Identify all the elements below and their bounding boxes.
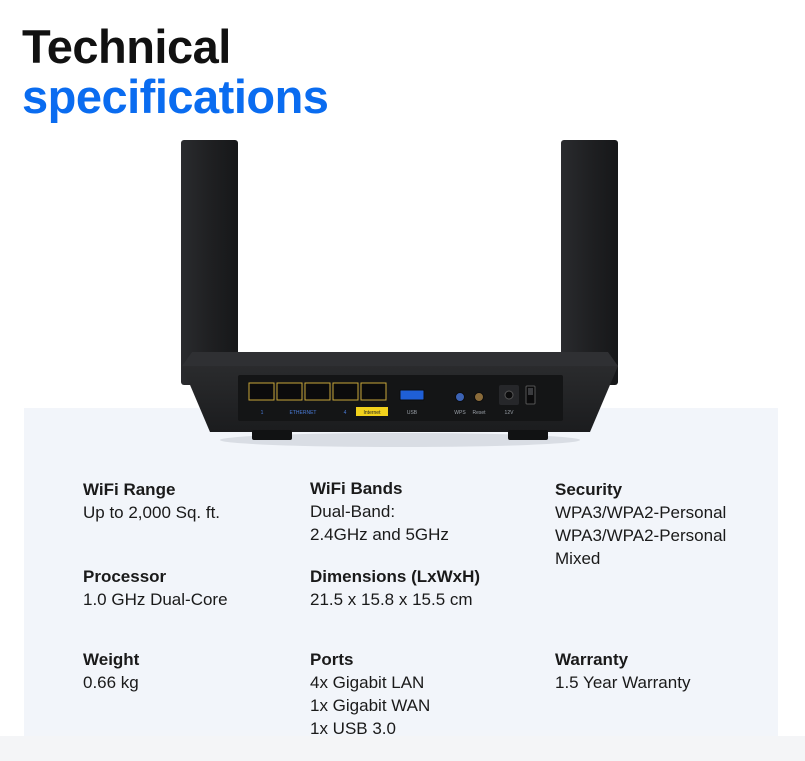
reset-label: Reset: [472, 410, 486, 416]
left-antenna: [181, 140, 238, 385]
spec-value: 2.4GHz and 5GHz: [310, 525, 449, 544]
right-antenna: [561, 140, 618, 385]
spec-value: Mixed: [555, 549, 601, 568]
reset-button: [474, 392, 484, 402]
spec-wifi-range: WiFi Range Up to 2,000 Sq. ft.: [83, 478, 220, 524]
spec-value: WPA3/WPA2-Personal: [555, 526, 727, 545]
spec-label: Warranty: [555, 650, 629, 669]
router-image: Internet 1 ETHERNET 4 USB WPS Reset 12V: [181, 140, 618, 447]
wps-label: WPS: [454, 410, 466, 416]
spec-warranty: Warranty 1.5 Year Warranty: [555, 648, 690, 694]
wan-port-label: Internet: [364, 410, 382, 416]
ethernet-label: ETHERNET: [290, 410, 317, 416]
usb-port: [399, 389, 425, 401]
spec-label: WiFi Bands: [310, 479, 403, 498]
spec-label: Weight: [83, 650, 140, 669]
spec-label: Dimensions (LxWxH): [310, 567, 481, 586]
spec-label: Ports: [310, 650, 354, 669]
spec-value: 21.5 x 15.8 x 15.5 cm: [310, 590, 473, 609]
spec-value: 1.5 Year Warranty: [555, 673, 691, 692]
wps-button: [455, 392, 465, 402]
page-title: Technical specifications: [22, 20, 329, 123]
router-top-face: [182, 352, 618, 366]
spec-value: Dual-Band:: [310, 502, 396, 521]
spec-label: Security: [555, 480, 623, 499]
router-foot-right: [508, 430, 548, 440]
spec-value: 1x USB 3.0: [310, 719, 396, 738]
spec-value: 4x Gigabit LAN: [310, 673, 425, 692]
title-line-2: specifications: [22, 70, 329, 123]
spec-label: Processor: [83, 567, 167, 586]
spec-wifi-bands: WiFi Bands Dual-Band: 2.4GHz and 5GHz: [310, 477, 449, 546]
spec-ports: Ports 4x Gigabit LAN 1x Gigabit WAN 1x U…: [310, 648, 430, 740]
bottom-strip: [0, 736, 805, 761]
power-label: 12V: [505, 410, 515, 416]
spec-value: WPA3/WPA2-Personal: [555, 503, 727, 522]
spec-security: Security WPA3/WPA2-Personal WPA3/WPA2-Pe…: [555, 478, 726, 570]
spec-dimensions: Dimensions (LxWxH) 21.5 x 15.8 x 15.5 cm: [310, 565, 480, 611]
spec-weight: Weight 0.66 kg: [83, 648, 139, 694]
spec-value: Up to 2,000 Sq. ft.: [83, 503, 221, 522]
router-shadow: [220, 433, 580, 447]
port-4-label: 4: [344, 410, 347, 416]
spec-processor: Processor 1.0 GHz Dual-Core: [83, 565, 228, 611]
router-foot-left: [252, 430, 292, 440]
spec-value: 1x Gigabit WAN: [310, 696, 431, 715]
port-1-label: 1: [261, 410, 264, 416]
spec-label: WiFi Range: [83, 480, 176, 499]
ethernet-ports: [248, 382, 387, 401]
spec-panel: [24, 408, 778, 736]
usb-label: USB: [407, 410, 418, 416]
wan-port-label-bg: [356, 407, 388, 416]
title-line-1: Technical: [22, 20, 231, 73]
spec-value: 1.0 GHz Dual-Core: [83, 590, 228, 609]
spec-value: 0.66 kg: [83, 673, 139, 692]
